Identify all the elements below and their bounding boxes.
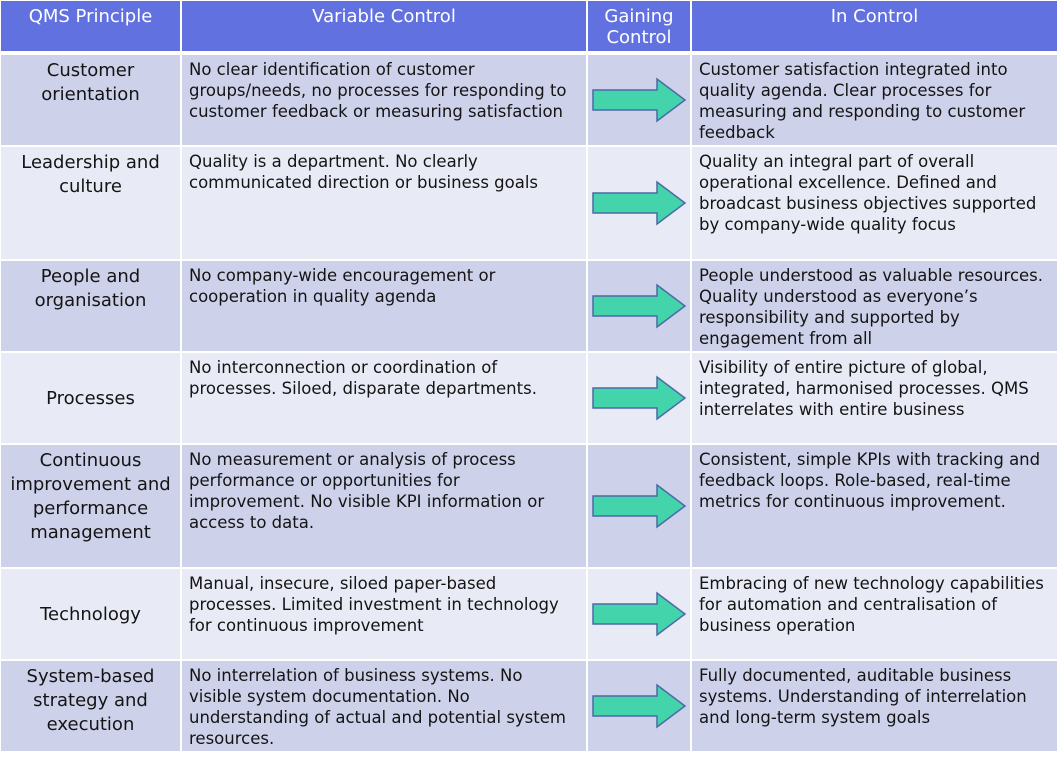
- gaining-control-cell: [587, 352, 692, 445]
- table-row: People and organisation No company-wide …: [1, 260, 1057, 353]
- right-arrow-icon: [592, 180, 687, 226]
- in-control-cell: Customer satisfaction integrated into qu…: [691, 53, 1057, 147]
- variable-control-cell: No interrelation of business systems. No…: [181, 660, 588, 753]
- table-row: System-based strategy and execution No i…: [1, 660, 1057, 753]
- variable-control-cell: No company-wide encouragement or coopera…: [181, 260, 588, 353]
- table-row: Customer orientation No clear identifica…: [1, 53, 1057, 147]
- variable-control-cell: No clear identification of customer grou…: [181, 53, 588, 147]
- principle-cell: Processes: [1, 352, 182, 445]
- table-row: Processes No interconnection or coordina…: [1, 352, 1057, 445]
- right-arrow-icon: [592, 77, 687, 123]
- principle-cell: Leadership and culture: [1, 146, 182, 261]
- right-arrow-icon: [592, 283, 687, 329]
- right-arrow-icon: [592, 683, 687, 729]
- right-arrow-icon: [592, 483, 687, 529]
- in-control-cell: Embracing of new technology capabilities…: [691, 568, 1057, 661]
- variable-control-cell: Quality is a department. No clearly comm…: [181, 146, 588, 261]
- table-row: Continuous improvement and performance m…: [1, 444, 1057, 569]
- variable-control-cell: Manual, insecure, siloed paper-based pro…: [181, 568, 588, 661]
- in-control-cell: Quality an integral part of overall oper…: [691, 146, 1057, 261]
- in-control-cell: Consistent, simple KPIs with tracking an…: [691, 444, 1057, 569]
- table-row: Leadership and culture Quality is a depa…: [1, 146, 1057, 261]
- header-variable-control: Variable Control: [181, 1, 588, 55]
- principle-cell: Continuous improvement and performance m…: [1, 444, 182, 569]
- gaining-control-cell: [587, 568, 692, 661]
- in-control-cell: Visibility of entire picture of global, …: [691, 352, 1057, 445]
- gaining-control-cell: [587, 146, 692, 261]
- gaining-control-cell: [587, 444, 692, 569]
- principle-cell: System-based strategy and execution: [1, 660, 182, 753]
- principle-cell: People and organisation: [1, 260, 182, 353]
- gaining-control-cell: [587, 660, 692, 753]
- gaining-control-cell: [587, 260, 692, 353]
- right-arrow-icon: [592, 591, 687, 637]
- table-header-row: QMS Principle Variable Control Gaining C…: [1, 1, 1057, 55]
- header-qms-principle: QMS Principle: [1, 1, 182, 55]
- right-arrow-icon: [592, 375, 687, 421]
- in-control-cell: People understood as valuable resources.…: [691, 260, 1057, 353]
- header-gaining-control: Gaining Control: [587, 1, 692, 55]
- variable-control-cell: No interconnection or coordination of pr…: [181, 352, 588, 445]
- header-in-control: In Control: [691, 1, 1057, 55]
- in-control-cell: Fully documented, auditable business sys…: [691, 660, 1057, 753]
- variable-control-cell: No measurement or analysis of process pe…: [181, 444, 588, 569]
- principle-cell: Technology: [1, 568, 182, 661]
- principle-cell: Customer orientation: [1, 53, 182, 147]
- table-row: Technology Manual, insecure, siloed pape…: [1, 568, 1057, 661]
- gaining-control-cell: [587, 53, 692, 147]
